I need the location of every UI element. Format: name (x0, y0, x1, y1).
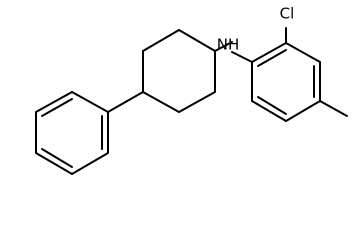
cyclohexane-ring (142, 29, 216, 113)
phenyl-bond-2 (71, 91, 109, 113)
aryl-bond-1 (251, 42, 287, 63)
aryl-bond-4 (285, 100, 321, 122)
phenyl-ring (35, 91, 109, 175)
aryl-double-bond-1 (257, 49, 287, 67)
amine-aryl-bond (231, 51, 253, 63)
methyl-bond (319, 100, 348, 117)
chemical-structure-diagram: NH Cl (35, 5, 348, 175)
chlorine-label: Cl (280, 5, 295, 23)
aryl-bond-5 (251, 100, 287, 122)
cyclohexane-bond-6 (142, 91, 180, 113)
cyclohexyl-amine-bond (214, 41, 233, 52)
aryl-ring (251, 42, 321, 122)
cyclohexane-bond-3 (178, 29, 216, 52)
aryl-bond-2 (285, 42, 321, 63)
aryl-double-bond-3 (257, 96, 287, 115)
phenyl-bond-5 (35, 152, 73, 175)
phenyl-bond-4 (71, 152, 109, 175)
cyclohexane-bond-5 (178, 91, 216, 113)
amine-label: NH (217, 36, 240, 54)
phenyl-double-bond-1 (41, 98, 73, 117)
phenyl-bond-1 (35, 91, 73, 113)
phenyl-double-bond-3 (41, 148, 73, 168)
cyclohexane-bond-2 (142, 29, 180, 52)
phenyl-cyclohexyl-bond (107, 91, 144, 113)
